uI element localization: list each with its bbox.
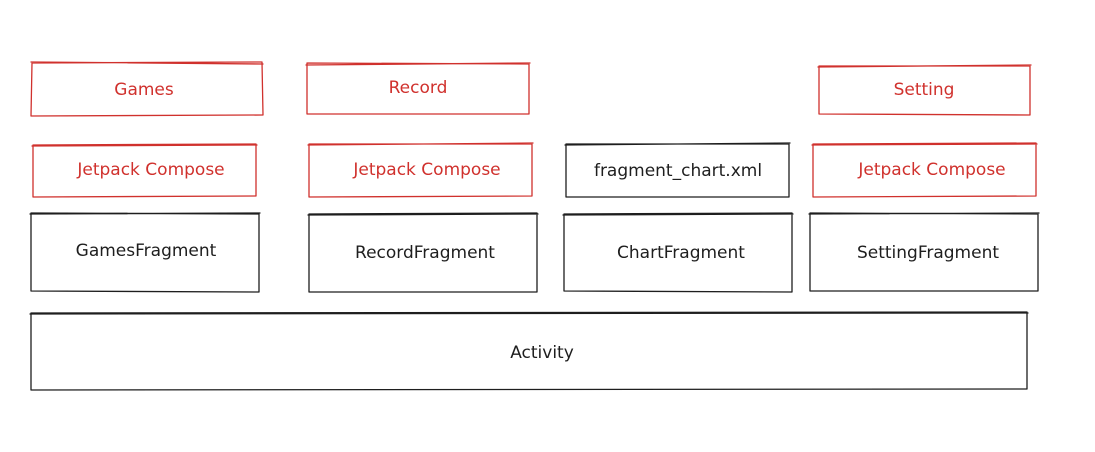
chart-xml-label: fragment_chart.xml: [594, 161, 762, 181]
record-tab-box: Record: [305, 62, 531, 115]
setting-fragment-box: SettingFragment: [808, 212, 1040, 292]
chart-fragment-label: ChartFragment: [617, 243, 745, 263]
chart-xml-box: fragment_chart.xml: [564, 142, 791, 198]
games-compose-box: Jetpack Compose: [31, 143, 258, 198]
setting-compose-label: Jetpack Compose: [857, 160, 1005, 180]
chart-fragment-box: ChartFragment: [562, 212, 794, 293]
games-tab-label: Games: [114, 80, 174, 100]
games-fragment-box: GamesFragment: [29, 212, 261, 293]
record-compose-box: Jetpack Compose: [307, 142, 534, 198]
record-fragment-box: RecordFragment: [307, 212, 539, 293]
activity-box: Activity: [29, 311, 1029, 391]
games-fragment-label: GamesFragment: [76, 241, 217, 261]
games-compose-label: Jetpack Compose: [76, 160, 224, 180]
record-compose-label: Jetpack Compose: [352, 160, 500, 180]
setting-fragment-label: SettingFragment: [857, 243, 999, 263]
setting-tab-box: Setting: [817, 64, 1032, 116]
setting-tab-label: Setting: [894, 80, 955, 100]
record-tab-label: Record: [389, 78, 448, 98]
games-tab-box: Games: [30, 61, 264, 117]
setting-compose-box: Jetpack Compose: [811, 142, 1038, 198]
record-fragment-label: RecordFragment: [355, 243, 495, 263]
activity-label: Activity: [510, 343, 574, 363]
